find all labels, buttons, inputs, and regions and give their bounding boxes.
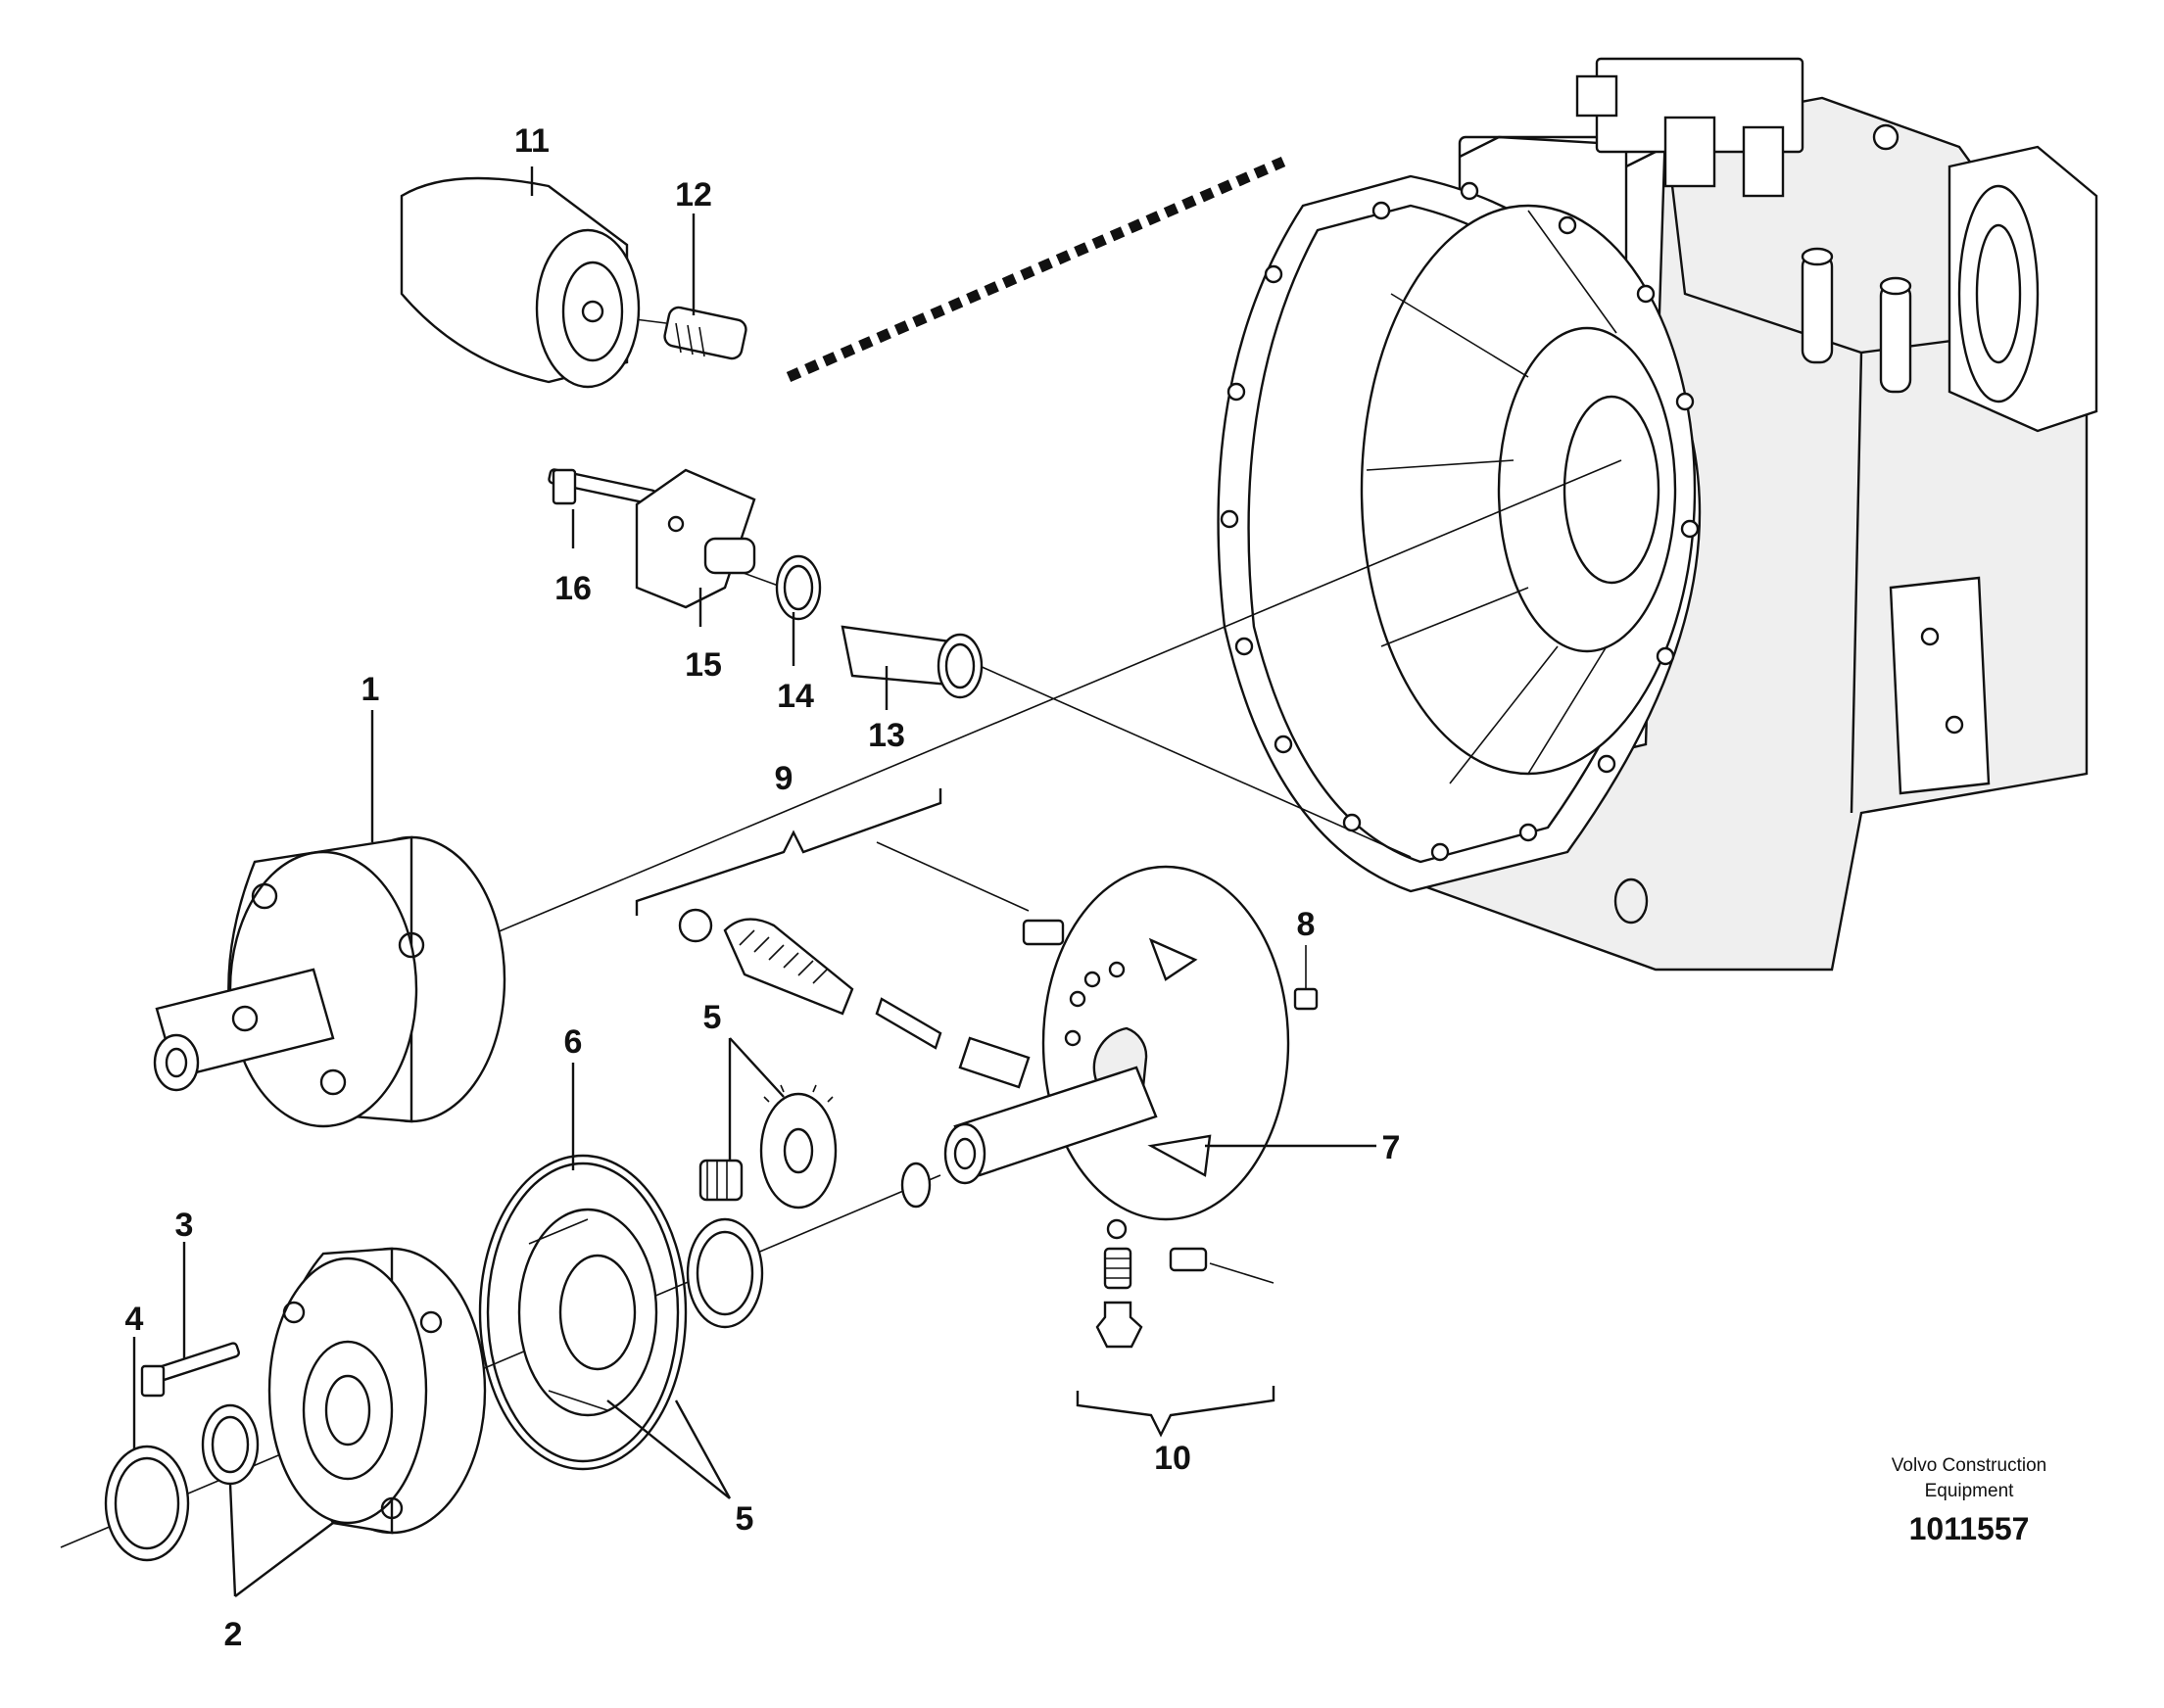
transmission-housing [1217,57,2098,972]
bushing-2 [201,1403,260,1486]
label-part-1: 1 [361,671,380,708]
threaded-nipple [663,306,747,360]
credit-line-2: Equipment [1925,1481,2015,1501]
valve-kit [635,788,1065,1089]
label-part-6: 6 [564,1023,583,1061]
bracket-assembly [548,468,984,699]
bushing [686,1217,764,1329]
label-part-14: 14 [777,678,814,715]
publisher-credit: Volvo Construction Equipment 1011557 [1892,1455,2046,1546]
label-part-3: 3 [175,1207,194,1244]
label-part-5-lower: 5 [736,1500,754,1538]
document-number: 1011557 [1909,1511,2030,1546]
label-part-9: 9 [775,760,793,797]
pump-cover [900,865,1319,1221]
part-number-labels: 11 12 16 15 14 13 1 9 8 7 6 5 5 10 3 4 2 [125,122,1401,1653]
label-part-4: 4 [125,1301,144,1338]
label-part-12: 12 [675,176,712,214]
seal-ring [104,1445,190,1562]
leader-lines [132,166,1376,1597]
label-part-8: 8 [1297,906,1316,943]
housing-bolts [1220,181,1700,862]
label-part-15: 15 [685,646,722,684]
label-part-13: 13 [868,717,905,754]
pump-flange [267,1247,487,1535]
dashed-leader-filter-to-housing [786,156,1286,383]
label-part-7: 7 [1382,1129,1401,1166]
label-part-11: 11 [514,122,550,160]
label-part-2: 2 [224,1616,243,1653]
label-part-5-upper: 5 [703,999,722,1036]
pump-assembly [153,835,506,1128]
relief-valve-kit [1076,1218,1275,1438]
credit-line-1: Volvo Construction [1892,1455,2046,1476]
gear-set [517,1084,838,1417]
cap-screw [140,1342,240,1398]
label-part-10: 10 [1154,1440,1191,1477]
label-part-16: 16 [554,570,592,607]
o-ring [478,1154,688,1471]
oil-filter [400,176,641,389]
